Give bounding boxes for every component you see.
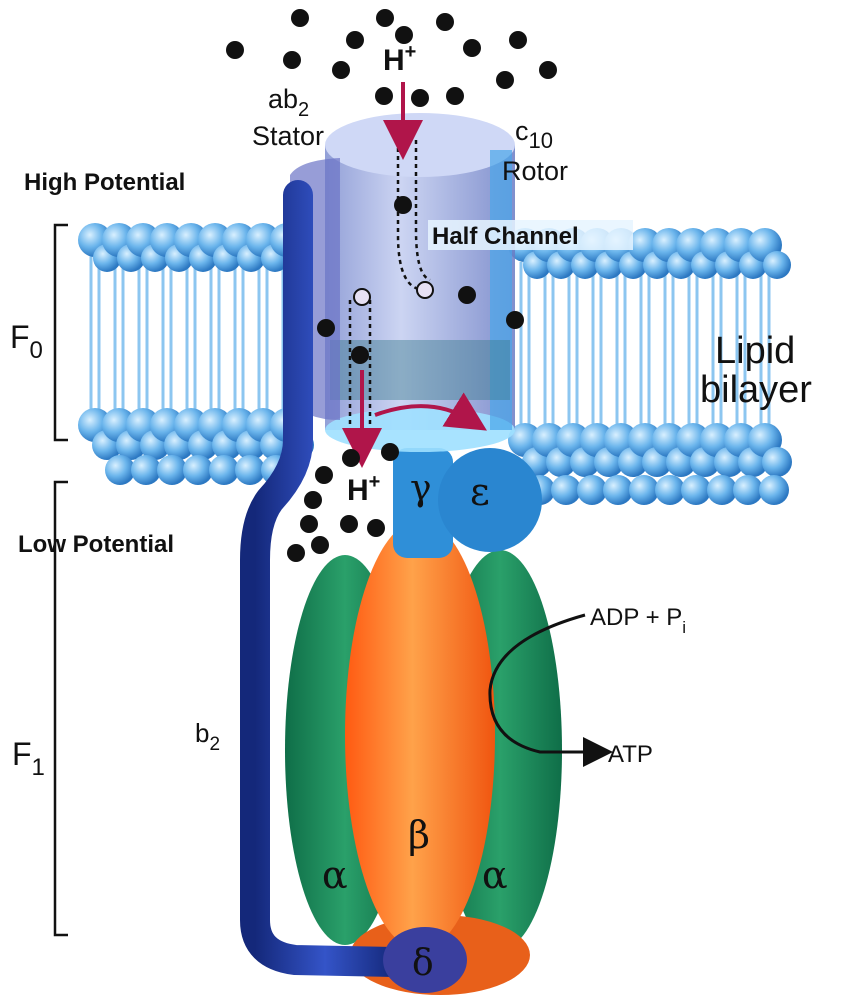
lipid-label-line1: Lipid (715, 330, 795, 372)
f1-bracket (53, 480, 68, 937)
f0-label: F0 (10, 319, 43, 364)
atp-label: ATP (608, 741, 653, 768)
proton-dot (315, 466, 333, 484)
stator-label-line1: ab2 (268, 84, 309, 121)
proton-dot (342, 449, 360, 467)
proton-dot (395, 26, 413, 44)
lipid-head (759, 475, 789, 505)
lipid-head (131, 455, 161, 485)
lipid-head (105, 455, 135, 485)
high-potential-label: High Potential (24, 169, 185, 196)
proton-dot (317, 319, 335, 337)
half-channel-path-lower (348, 300, 372, 435)
beta-label: β (408, 813, 430, 857)
proton-bottom-label: H+ (347, 471, 380, 507)
proton-dot (411, 89, 429, 107)
beta-subunit (345, 520, 495, 950)
proton-dot (539, 61, 557, 79)
proton-dot (367, 519, 385, 537)
lipid-head (733, 475, 763, 505)
lipid-head (551, 475, 581, 505)
stator-label-line2: Stator (252, 121, 324, 151)
f1-label: F1 (12, 736, 45, 781)
proton-dot (394, 196, 412, 214)
lipid-heads-bottom (78, 408, 792, 505)
proton-dots (226, 9, 557, 562)
delta-label: δ (412, 943, 434, 984)
proton-dot (375, 87, 393, 105)
proton-dot (458, 286, 476, 304)
alpha-right-label: α (482, 853, 508, 897)
b2-label: b2 (195, 718, 220, 755)
lipid-head (707, 475, 737, 505)
half-channel-site-upper (416, 281, 434, 299)
epsilon-label: ε (470, 470, 490, 514)
proton-dot (287, 544, 305, 562)
delta-subunit (383, 927, 467, 993)
proton-dot (509, 31, 527, 49)
c10-rotor-ring (325, 113, 515, 452)
rotor-label-line1: c10 (515, 116, 553, 153)
lipid-head (681, 475, 711, 505)
proton-dot (446, 87, 464, 105)
proton-dot (381, 443, 399, 461)
proton-dot (226, 41, 244, 59)
proton-dot (332, 61, 350, 79)
f0-bracket (53, 223, 68, 442)
proton-dot (351, 346, 369, 364)
lipid-head (603, 475, 633, 505)
rotation-arrow (374, 392, 487, 431)
proton-dot (291, 9, 309, 27)
proton-top-label: H+ (383, 41, 416, 77)
lipid-bilayer (78, 223, 792, 505)
half-channel-label-bg (428, 220, 633, 250)
lipid-head (763, 251, 791, 279)
proton-dot (311, 536, 329, 554)
lipid-head (235, 455, 265, 485)
low-potential-label: Low Potential (18, 531, 174, 558)
alpha-left-label: α (322, 853, 348, 897)
lipid-head (629, 475, 659, 505)
rotor-label-line2: Rotor (502, 156, 568, 186)
lipid-head (183, 455, 213, 485)
lipid-head (577, 475, 607, 505)
half-channel-site-lower (353, 288, 371, 306)
proton-dot (436, 13, 454, 31)
lipid-head (157, 455, 187, 485)
gamma-label: γ (410, 468, 432, 509)
proton-dot (346, 31, 364, 49)
half-channel-path-upper (396, 140, 431, 292)
atp-synthesis-arrow (488, 613, 613, 767)
proton-dot (340, 515, 358, 533)
half-channel-label: Half Channel (432, 223, 579, 250)
lipid-tails (89, 255, 771, 425)
proton-dot (283, 51, 301, 69)
proton-dot (376, 9, 394, 27)
epsilon-subunit (438, 448, 542, 552)
lipid-label-line2: bilayer (700, 369, 812, 411)
lipid-head (762, 447, 792, 477)
lipid-head (209, 455, 239, 485)
adp-label: ADP + Pi (590, 604, 686, 637)
proton-dot (506, 311, 524, 329)
proton-dot (304, 491, 322, 509)
proton-dot (496, 71, 514, 89)
proton-dot (300, 515, 318, 533)
b2-stator-arm (240, 180, 410, 977)
proton-dot (463, 39, 481, 57)
lipid-head (655, 475, 685, 505)
gamma-stalk (393, 448, 453, 558)
